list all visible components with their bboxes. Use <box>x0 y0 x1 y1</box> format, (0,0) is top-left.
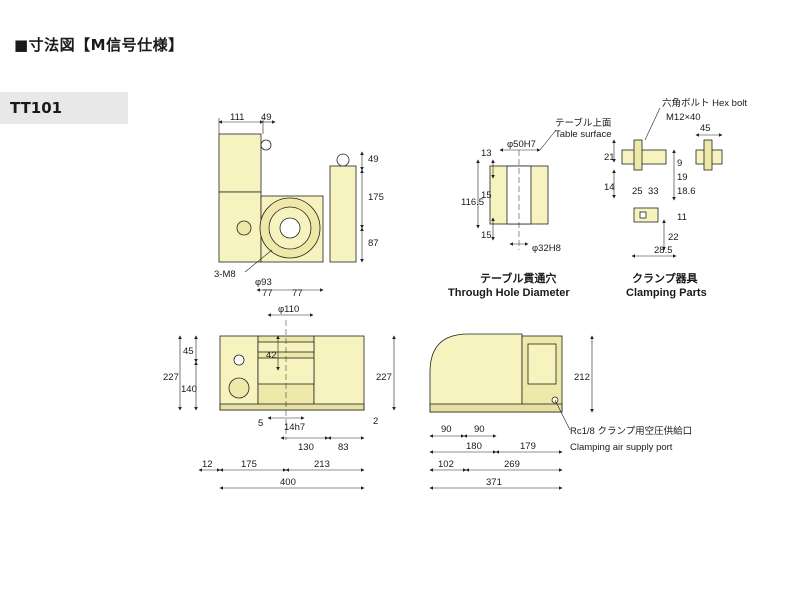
front-view <box>219 320 365 440</box>
dim-25: 25 <box>632 186 643 197</box>
model-band: TT101 <box>0 92 128 124</box>
model-label: TT101 <box>10 99 63 117</box>
hex-bolt-label: 六角ボルト Hex bolt <box>662 97 747 109</box>
air-port-en: Clamping air supply port <box>570 442 673 453</box>
dim-15a: 15 <box>481 190 492 201</box>
dim-18-6: 18.6 <box>677 186 696 197</box>
dim-175b: 175 <box>241 459 257 470</box>
dim-111: 111 <box>230 112 244 123</box>
air-port-jp: Rc1/8 クランプ用空圧供給口 <box>570 425 692 437</box>
dim-49a: 49 <box>261 112 272 123</box>
dim-400: 400 <box>280 477 296 488</box>
dim-42: 42 <box>266 350 277 361</box>
clamping-caption-en: Clamping Parts <box>626 287 707 299</box>
dim-213: 213 <box>314 459 330 470</box>
dim-45: 45 <box>700 123 711 134</box>
table-surface-jp: テーブル上面 <box>555 117 611 129</box>
side-view <box>429 333 563 413</box>
dim-90a: 90 <box>441 424 452 435</box>
dim-102: 102 <box>438 459 454 470</box>
dim-12: 12 <box>202 459 213 470</box>
dim-11: 11 <box>677 212 687 223</box>
clamping-parts-view <box>621 139 723 223</box>
dim-14: 14 <box>604 182 615 193</box>
through-hole-caption-jp: テーブル貫通穴 <box>480 271 556 285</box>
table-surface-en: Table surface <box>555 129 612 140</box>
dim-phi50h7: φ50H7 <box>507 139 536 150</box>
dim-19: 19 <box>677 172 688 183</box>
clamping-caption-jp: クランプ器具 <box>632 271 698 285</box>
dim-371: 371 <box>486 477 502 488</box>
dim-77a: 77 <box>262 288 273 299</box>
dim-15b: 15 <box>481 230 492 241</box>
dim-179: 179 <box>520 441 536 452</box>
dim-77b: 77 <box>292 288 303 299</box>
dim-83: 83 <box>338 442 349 453</box>
dim-175: 175 <box>368 192 384 203</box>
top-view <box>218 133 357 263</box>
dim-140: 140 <box>181 384 197 395</box>
bolt-size-label: M12×40 <box>666 112 701 123</box>
dim-5: 5 <box>258 418 263 429</box>
dim-45b: 45 <box>183 346 194 357</box>
dim-33: 33 <box>648 186 659 197</box>
dim-phi110: φ110 <box>278 304 299 315</box>
dim-22: 22 <box>668 232 679 243</box>
dim-49b: 49 <box>368 154 379 165</box>
dim-2: 2 <box>373 416 378 427</box>
dim-9: 9 <box>677 158 682 169</box>
dim-116-5: 116.5 <box>461 197 484 208</box>
dim-269: 269 <box>504 459 520 470</box>
dim-130: 130 <box>298 442 314 453</box>
dim-phi93: φ93 <box>255 277 272 288</box>
dim-phi32h8: φ32H8 <box>532 243 561 254</box>
dim-13: 13 <box>481 148 492 159</box>
through-hole-view <box>489 150 549 250</box>
dim-212: 212 <box>574 372 590 383</box>
dim-21: 21 <box>604 152 615 163</box>
dim-28-5: 28.5 <box>654 245 673 256</box>
dim-14h7: 14h7 <box>284 422 305 433</box>
through-hole-caption-en: Through Hole Diameter <box>448 287 570 299</box>
dim-227b: 227 <box>376 372 392 383</box>
dim-227a: 227 <box>163 372 179 383</box>
dim-3m8: 3-M8 <box>214 269 236 280</box>
dim-87: 87 <box>368 238 379 249</box>
dim-180: 180 <box>466 441 482 452</box>
dim-90b: 90 <box>474 424 485 435</box>
page-title: ■寸法図【M信号仕様】 <box>14 36 184 54</box>
